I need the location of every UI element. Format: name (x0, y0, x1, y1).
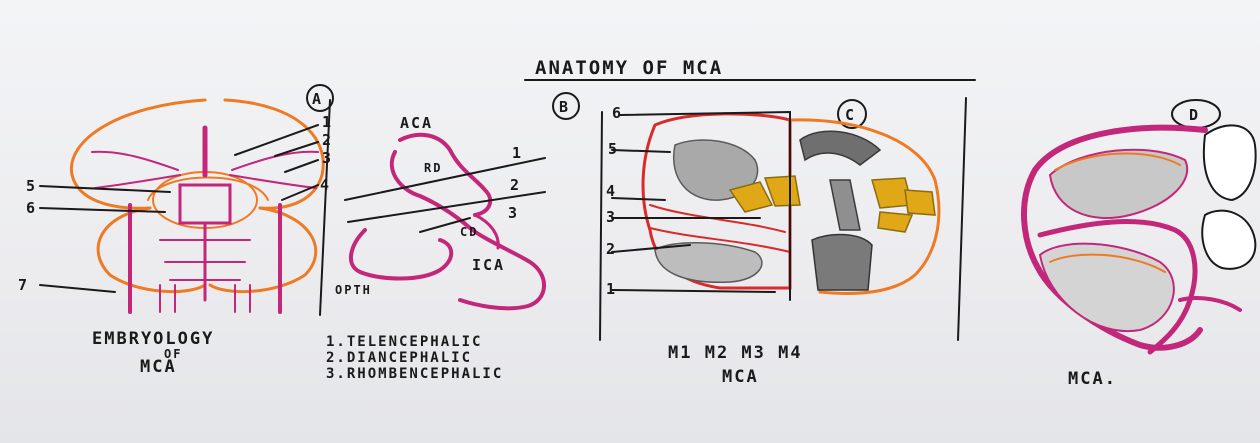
left-hemisphere-outline (71, 100, 205, 208)
panel-a-num-1: 1 (322, 113, 333, 131)
pointer-arrows-1-4 (235, 125, 318, 200)
panel-c-num-5: 5 (608, 140, 619, 158)
panel-a-num-2: 2 (322, 131, 333, 149)
legend-item-1: 1.TELENCEPHALIC (326, 334, 482, 350)
label-opth: OPTH (335, 283, 372, 297)
panel-b-num-3: 3 (508, 204, 519, 222)
panel-d: D MCA. (1024, 100, 1256, 389)
circle-vessel-ring (180, 185, 230, 223)
branch-left-upper (92, 152, 178, 170)
panel-b-num-2: 2 (510, 176, 521, 194)
panel-d-badge: D (1189, 106, 1200, 124)
panel-a-num-3: 3 (322, 149, 333, 167)
divider-c-d (958, 98, 966, 340)
panel-c: C 6 5 4 3 2 1 M1 M2 M3 M4 MCA (606, 100, 939, 387)
basal-ganglia-4 (905, 190, 935, 215)
panel-a-caption-line-3: MCA (140, 357, 177, 377)
corpus-callosum (800, 131, 880, 165)
label-aca: ACA (400, 114, 433, 132)
panel-b-num-1: 1 (512, 144, 523, 162)
ventricle (830, 180, 860, 230)
label-cd: CD (460, 225, 478, 239)
panel-a-num-6: 6 (26, 199, 37, 217)
pointer-arrows-5-7 (40, 186, 170, 292)
panel-c-caption-line-1: M1 M2 M3 M4 (668, 343, 803, 363)
label-rd: RD (424, 161, 442, 175)
gray-matter-lower (655, 243, 762, 283)
panel-b: B ACA RD CD ICA OPTH 1 2 3 1.TELENCEPHAL… (326, 93, 579, 382)
branch-right-upper (232, 152, 318, 170)
opth-loop (351, 230, 451, 279)
basal-ganglia-5 (878, 212, 912, 232)
panel-c-badge: C (845, 106, 856, 124)
legend-item-2: 2.DIANCEPHALIC (326, 350, 472, 366)
panel-b-badge: B (559, 98, 570, 116)
orange-oval (153, 172, 257, 228)
panel-a-num-7: 7 (18, 276, 29, 294)
page-title: ANATOMY OF MCA (535, 57, 723, 79)
panel-c-num-2: 2 (606, 240, 617, 258)
white-lobe-lower (1202, 211, 1255, 269)
panel-c-caption-line-2: MCA (722, 367, 759, 387)
panel-c-num-6: 6 (612, 104, 623, 122)
label-ica: ICA (472, 256, 505, 274)
panel-a-badge: A (312, 90, 323, 108)
brainstem (812, 235, 872, 290)
panel-a-num-4: 4 (320, 176, 331, 194)
panel-a: A 1 2 3 4 5 6 7 EMBRYOLOGY OF MCA (18, 85, 333, 377)
panel-a-num-5: 5 (26, 177, 37, 195)
panel-c-num-1: 1 (606, 280, 617, 298)
divider-b-c (600, 112, 602, 340)
panel-c-num-4: 4 (606, 182, 617, 200)
legend-item-3: 3.RHOMBENCEPHALIC (326, 366, 503, 382)
lower-lobe-gray (1040, 244, 1174, 331)
panel-c-num-3: 3 (606, 208, 617, 226)
panel-d-caption: MCA. (1068, 369, 1117, 389)
panel-a-caption-line-1: EMBRYOLOGY (92, 329, 214, 349)
white-lobe-upper (1204, 125, 1256, 200)
